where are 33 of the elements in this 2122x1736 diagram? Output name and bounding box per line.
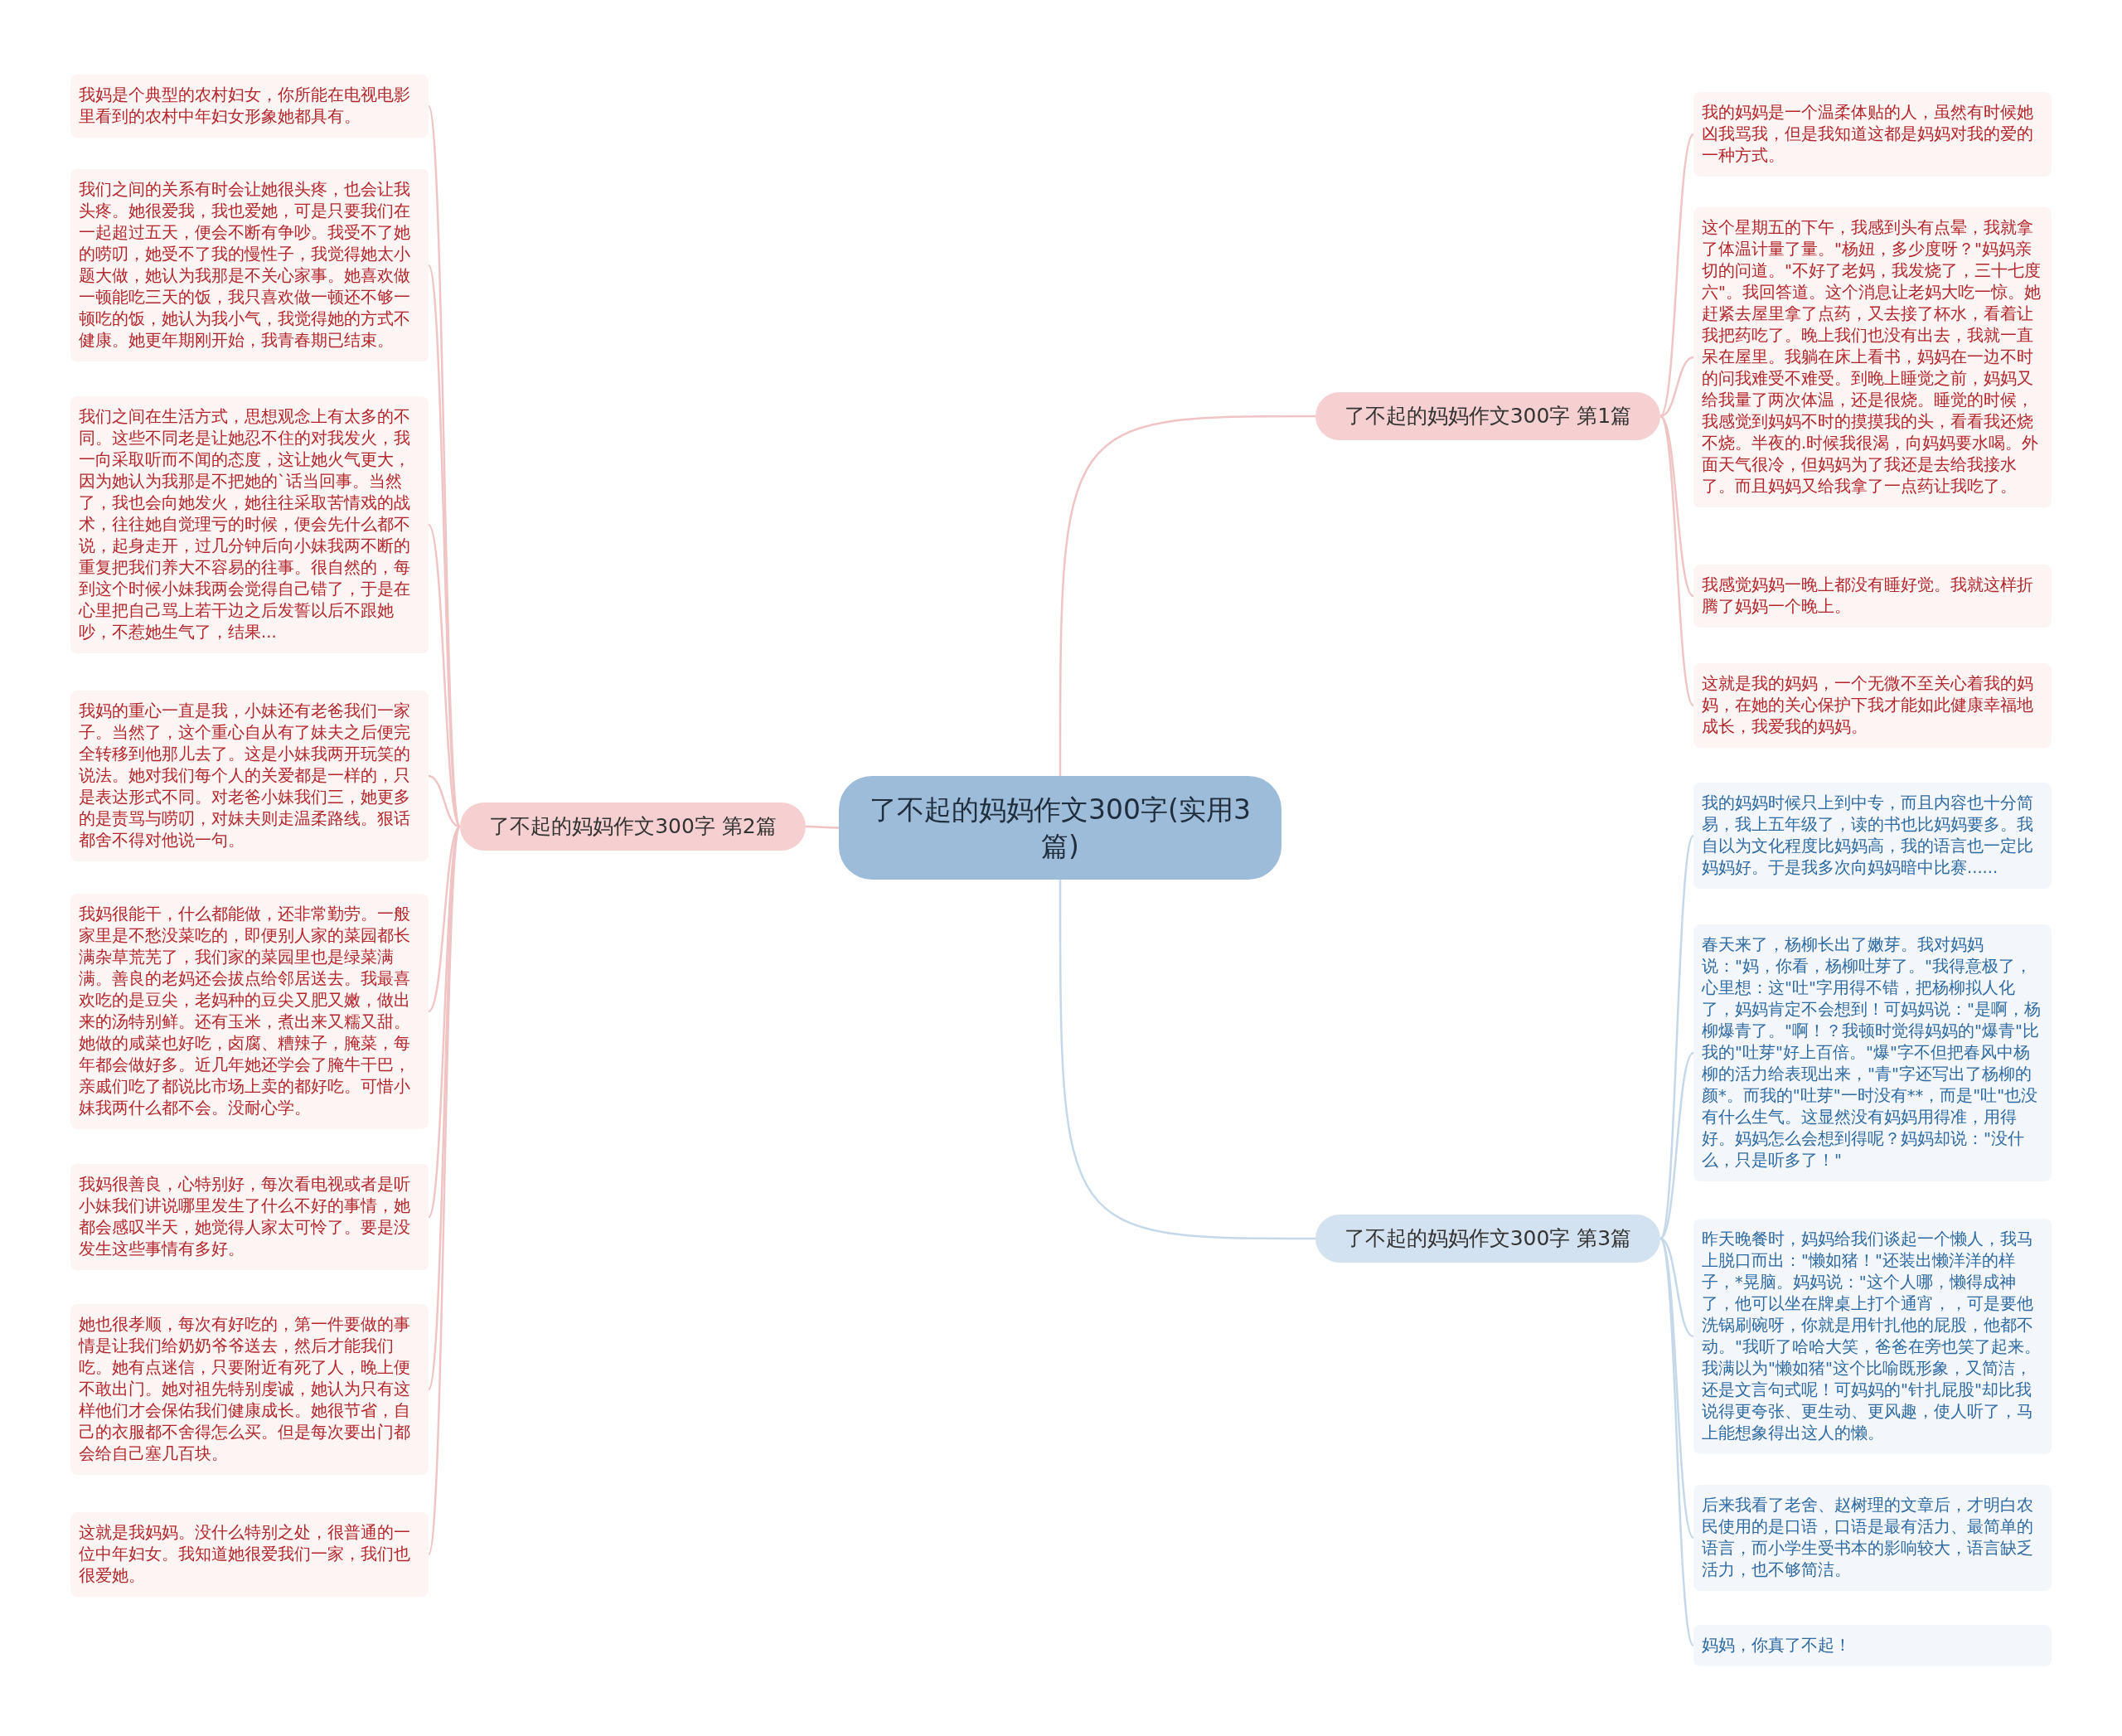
connector-line — [428, 826, 461, 1012]
branch-topic: 了不起的妈妈作文300字 第2篇 — [460, 803, 806, 851]
connector-line — [1659, 415, 1695, 706]
text-card: 这就是我的妈妈，一个无微不至关心着我的妈妈，在她的关心保护下我才能如此健康幸福地成长，我爱我的妈妈。 — [1693, 663, 2052, 748]
text-card: 这个星期五的下午，我感到头有点晕，我就拿了体温计量了量。"杨妞，多少度呀？"妈妈亲切的问道。"不好了老妈，我发烧了，三十七度六"。我回答道。这个消息让老妈大吃一惊。她赶紧去屋里拿了点药，又去接了杯水，看着让我把药吃了。晚上我们也没有出去，我就一直呆在屋里。我躺在床上看书，妈妈在一边不时的问我难受不难受。到晚上睡觉之前，妈妈又给我量了两次体温，还是很烧。睡觉的时候，我感觉到妈妈不时的摸摸我的头，看看我还烧不烧。半夜的.时候我很渴，向妈妈要水喝。外面天气很冷，但妈妈为了我还是去给我接水了。而且妈妈又给我拿了一点药让我吃了。 — [1693, 207, 2052, 507]
text-card: 昨天晚餐时，妈妈给我们谈起一个懒人，我马上脱口而出："懒如猪！"还装出懒洋洋的样子，*晃脑。妈妈说："这个人哪，懒得成神了，他可以坐在牌桌上打个通宵，，可是要他洗锅刷碗呀，你就是用针扎他的屁股，他都不动。"我听了哈哈大笑，爸爸在旁也笑了起来。我满以为"懒如猪"这个比喻既形象，又简洁，还是文言句式呢！可妈妈的"针扎屁股"却比我说得更夸张、更生动、更风趣，使人听了，马上能想象得出这人的懒。 — [1693, 1219, 2052, 1454]
connector-line — [1659, 1052, 1694, 1239]
connector-line — [1059, 880, 1315, 1240]
text-card: 我妈很善良，心特别好，每次看电视或者是听小妹我们讲说哪里发生了什么不好的事情，她都会感叹半天，她觉得人家太可怜了。要是没发生这些事情有多好。 — [70, 1164, 429, 1270]
connector-line — [806, 825, 839, 829]
connector-line — [1659, 356, 1694, 418]
connector-line — [1059, 415, 1315, 776]
text-card: 我们之间的关系有时会让她很头疼，也会让我头疼。她很爱我，我也爱她，可是只要我们在一起超过五天，便会不断有争吵。我受不了她的唠叨，她受不了我的慢性子，我觉得她太小题大做，她认为我那是不关心家事。她喜欢做一顿能吃三天的饭，我只喜欢做一顿还不够一顿吃的饭，她认为我小气，我觉得她的方式不健康。她更年期刚开始，我青春期已结束。 — [70, 169, 429, 361]
text-card: 我感觉妈妈一晚上都没有睡好觉。我就这样折腾了妈妈一个晚上。 — [1693, 565, 2052, 628]
text-card: 我们之间在生活方式，思想观念上有太多的不同。这些不同老是让她忍不住的对我发火，我一向采取听而不闻的态度，这让她火气更大，因为她认为我那是不把她的`话当回事。当然了，我也会向她发火，她往往采取苦情戏的战术，往往她自觉理亏的时候，便会先什么都不说，起身走开，过几分钟后向小妹我两不断的重复把我们养大不容易的往事。很自然的，每到这个时候小妹我两会觉得自己错了，于是在心里把自己骂上若干边之后发誓以后不跟她吵，不惹她生气了，结果... — [70, 396, 429, 653]
text-card: 我的妈妈是一个温柔体贴的人，虽然有时候她凶我骂我，但是我知道这都是妈妈对我的爱的一种方式。 — [1693, 92, 2052, 177]
connector-line — [1659, 835, 1695, 1239]
text-card: 我的妈妈时候只上到中专，而且内容也十分简易，我上五年级了，读的书也比妈妈要多。我自以为文化程度比妈妈高，我的语言也一定比妈妈好。于是我多次向妈妈暗中比赛...... — [1693, 783, 2052, 889]
text-card: 她也很孝顺，每次有好吃的，第一件要做的事情是让我们给奶奶爷爷送去，然后才能我们吃。她有点迷信，只要附近有死了人，晚上便不敢出门。她对祖先特别虔诚，她认为只有这样他们才会保佑我们健康成长。她很节省，自己的衣服都不舍得怎么买。但是每次要出门都会给自己塞几百块。 — [70, 1304, 429, 1475]
text-card: 春天来了，杨柳长出了嫩芽。我对妈妈说："妈，你看，杨柳吐芽了。"我得意极了，心里想：这"吐"字用得不错，把杨柳拟人化了，妈妈肯定不会想到！可妈妈说："是啊，杨柳爆青了。"啊！？我顿时觉得妈妈的"爆青"比我的"吐芽"好上百倍。"爆"字不但把春风中杨柳的活力给表现出来，"青"字还写出了杨柳的颜*。而我的"吐芽"一时没有**，而是"吐"也没有什么生气。这显然没有妈妈用得准，用得好。妈妈怎么会想到得呢？妈妈却说："没什么，只是听多了！" — [1693, 924, 2052, 1181]
branch-topic: 了不起的妈妈作文300字 第3篇 — [1315, 1215, 1660, 1263]
central-topic: 了不起的妈妈作文300字(实用3篇) — [839, 776, 1281, 880]
text-card: 后来我看了老舍、赵树理的文章后，才明白农民使用的是口语，口语是最有活力、最简单的语言，而小学生受书本的影响较大，语言缺乏活力，也不够简洁。 — [1693, 1485, 2052, 1591]
text-card: 我妈是个典型的农村妇女，你所能在电视电影里看到的农村中年妇女形象她都具有。 — [70, 75, 429, 138]
connector-line — [428, 774, 461, 828]
text-card: 我妈的重心一直是我，小妹还有老爸我们一家子。当然了，这个重心自从有了妹夫之后便完全转移到他那儿去了。这是小妹我两开玩笑的说法。她对我们每个人的关爱都是一样的，只是表达形式不同。对老爸小妹我们三，她更多的是责骂与唠叨，对妹夫则走温柔路线。狠话都舍不得对他说一句。 — [70, 691, 429, 861]
connector-line — [1659, 1238, 1695, 1646]
text-card: 我妈很能干，什么都能做，还非常勤劳。一般家里是不愁没菜吃的，即便别人家的菜园都长满杂草荒芜了，我们家的菜园里也是绿菜满满。善良的老妈还会拔点给邻居送去。我最喜欢吃的是豆尖，老妈种的豆尖又肥又嫩，做出来的汤特别鲜。还有玉米，煮出来又糯又甜。她做的咸菜也好吃，卤腐、糟辣子，腌菜，每年都会做好多。近几年她还学会了腌牛干巴，亲戚们吃了都说比市场上卖的都好吃。可惜小妹我两什么都不会。没耐心学。 — [70, 894, 429, 1129]
connector-line — [1659, 1237, 1694, 1338]
branch-topic: 了不起的妈妈作文300字 第1篇 — [1315, 392, 1660, 440]
text-card: 这就是我妈妈。没什么特别之处，很普通的一位中年妇女。我知道她很爱我们一家，我们也很爱她。 — [70, 1512, 429, 1597]
connector-line — [1659, 133, 1695, 417]
text-card: 妈妈，你真了不起！ — [1693, 1625, 2052, 1666]
